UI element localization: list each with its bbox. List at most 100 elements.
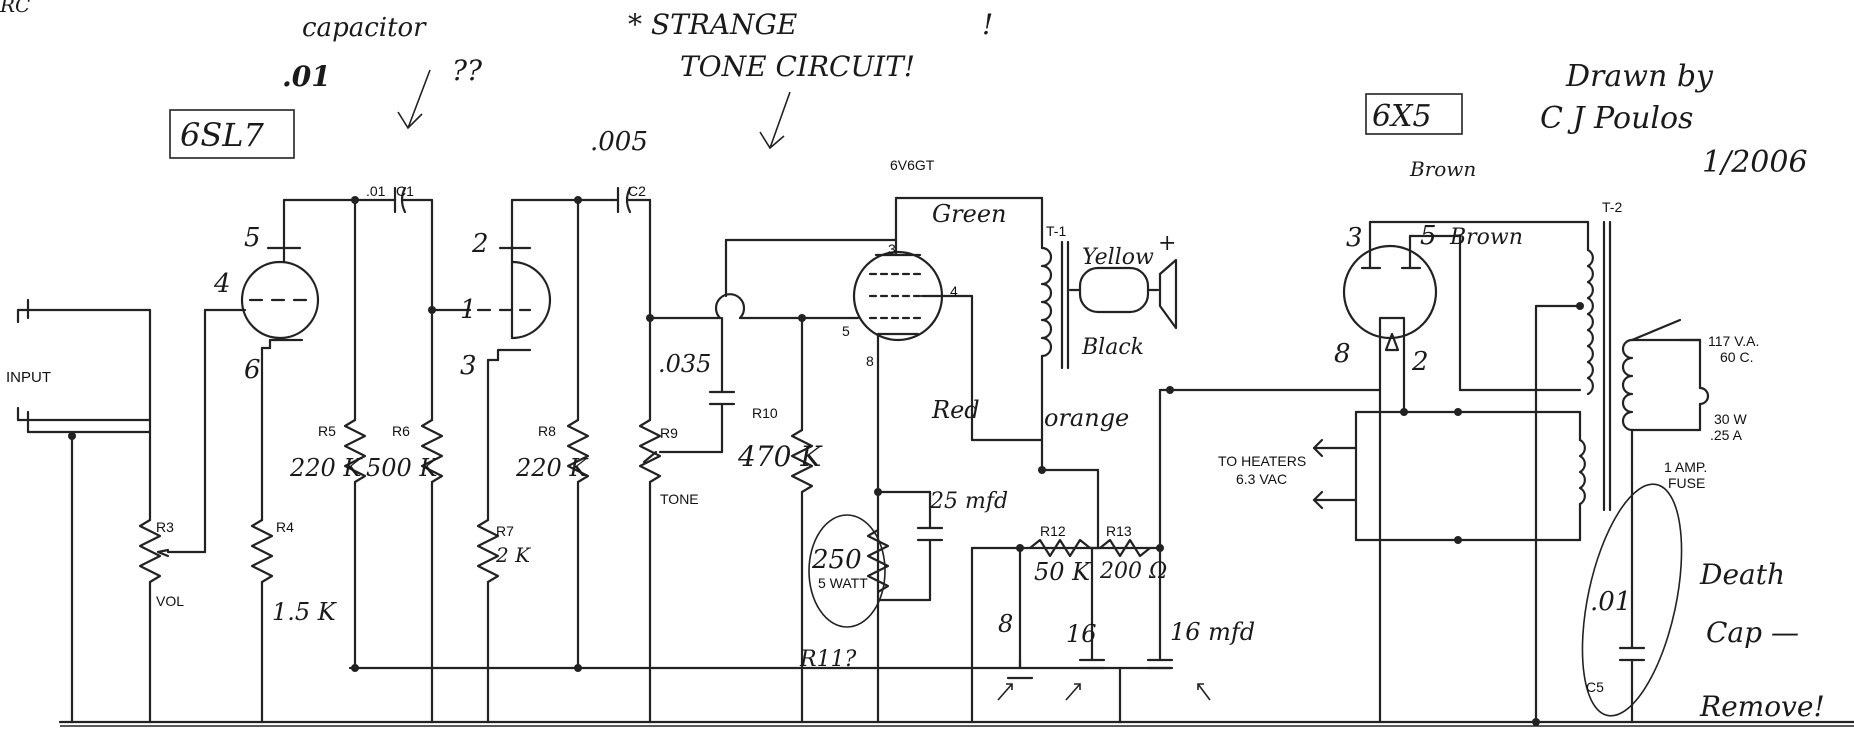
heaters-label-2: 6.3 VAC — [1236, 471, 1287, 487]
r8-value: 220 K — [515, 454, 589, 482]
r10-value: 470 K — [737, 440, 823, 473]
r8-label: R8 — [538, 423, 556, 439]
input-jack — [16, 298, 152, 724]
b-plus-line — [1166, 386, 1382, 394]
r7-label: R7 — [496, 523, 514, 539]
c5-value-note: .01 — [1590, 587, 1631, 617]
pin5-note: 5 — [244, 223, 261, 253]
r13-value: 200 Ω — [1099, 559, 1167, 584]
r11-cathode-network — [808, 488, 944, 628]
mains-label-1: 117 V.A. — [1708, 333, 1759, 349]
r4-value: 1.5 K — [272, 598, 338, 626]
pin5b-note: 5 — [1420, 221, 1437, 251]
orange-note: orange — [1044, 404, 1129, 432]
pin4-label: 4 — [950, 283, 958, 299]
question-note: ?? — [452, 54, 483, 87]
pin3-note: 3 — [460, 351, 477, 381]
tube-6x5 — [1342, 220, 1590, 724]
pin6-note: 6 — [244, 355, 261, 385]
heater-arrows — [1312, 438, 1358, 510]
r11-watt: 5 WATT — [818, 575, 868, 591]
pin5-label: 5 — [842, 323, 850, 339]
r7-value: 2 K — [495, 543, 531, 567]
brown-2-note: Brown — [1449, 225, 1523, 250]
r6-label: R6 — [392, 423, 410, 439]
power-label-1: 30 W — [1714, 411, 1747, 427]
c25-value: 25 mfd — [929, 489, 1008, 514]
drawn-by-1: Drawn by — [1565, 59, 1714, 94]
yellow-note: Yellow — [1082, 245, 1154, 270]
tone-cap-value: .035 — [658, 350, 711, 378]
death-cap-c5 — [1581, 460, 1683, 724]
ground-bus — [58, 720, 1854, 727]
c2-capacitor — [610, 186, 654, 322]
c1-capacitor — [363, 186, 434, 312]
note-arrows — [397, 69, 791, 150]
pin3-label: 3 — [888, 241, 896, 257]
pin8-label: 8 — [866, 353, 874, 369]
death-note-1: Death — [1699, 558, 1785, 591]
output-transformer-t1 — [1038, 196, 1178, 474]
pin3b-note: 3 — [1346, 223, 1363, 253]
c16b-value: 16 mfd — [1170, 618, 1255, 646]
strange-note-1: * STRANGE — [628, 8, 797, 41]
tone-label: TONE — [660, 491, 699, 507]
pin4-note: 4 — [213, 269, 231, 299]
death-note-3: Remove! — [1699, 690, 1825, 723]
black-note: Black — [1081, 335, 1144, 360]
r9-label: R9 — [660, 425, 678, 441]
strange-note-2: TONE CIRCUIT! — [680, 50, 915, 83]
vol-label: VOL — [156, 593, 184, 609]
r12-value: 50 K — [1034, 558, 1092, 586]
r10-resistor — [790, 314, 860, 724]
r3-volume-pot — [138, 308, 247, 724]
r5-label: R5 — [318, 423, 336, 439]
tone-circuit — [638, 238, 898, 724]
drawn-by-2: C J Poulos — [1540, 101, 1693, 136]
heaters-label-1: TO HEATERS — [1218, 453, 1306, 469]
pin2b-note: 2 — [1411, 347, 1429, 377]
r13-label: R13 — [1106, 523, 1132, 539]
tube-label-boxes — [169, 93, 1463, 159]
r3-label: R3 — [156, 519, 174, 535]
r11-label: R11? — [799, 647, 857, 672]
tube1-name: 6SL7 — [180, 116, 265, 154]
input-label: INPUT — [6, 369, 51, 386]
r8-resistor — [566, 196, 590, 672]
tube-6sl7-second-half — [476, 198, 614, 724]
r6-resistor — [420, 306, 472, 724]
t1-label: T-1 — [1046, 223, 1066, 239]
c1-label: C1 — [396, 183, 414, 199]
death-note-2: Cap — — [1706, 616, 1799, 649]
t2-label: T-2 — [1602, 199, 1622, 215]
tube-6sl7 — [240, 198, 367, 724]
tube-6v6gt — [852, 196, 1044, 724]
tube3-name: 6X5 — [1372, 99, 1432, 134]
r12-label: R12 — [1040, 523, 1066, 539]
c2-label: C2 — [628, 183, 646, 199]
c1-value: .01 — [366, 183, 386, 199]
c8-value: 8 — [998, 610, 1013, 638]
cap-value-note: .01 — [282, 60, 331, 93]
power-transformer-t2 — [1532, 220, 1710, 726]
fuse-label-1: 1 AMP. — [1664, 459, 1707, 475]
tube2-label: 6V6GT — [890, 157, 935, 173]
r5-resistor — [343, 196, 367, 672]
corner-note: RC — [0, 0, 30, 17]
drawn-by-3: 1/2006 — [1702, 145, 1808, 180]
r4-label: R4 — [276, 519, 294, 535]
mains-label-2: 60 C. — [1720, 349, 1753, 365]
pin2-note: 2 — [471, 229, 489, 259]
excl-note: ! — [982, 8, 993, 41]
power-label-2: .25 A — [1710, 427, 1743, 443]
c16-value: 16 — [1066, 620, 1097, 648]
pin8b-note: 8 — [1334, 339, 1351, 369]
plus-note: + — [1158, 231, 1176, 256]
c2-value-note: .005 — [590, 127, 648, 157]
red-note: Red — [931, 396, 980, 424]
fuse-label-2: FUSE — [1668, 475, 1705, 491]
pin1-note: 1 — [460, 295, 477, 325]
green-note: Green — [932, 200, 1007, 228]
